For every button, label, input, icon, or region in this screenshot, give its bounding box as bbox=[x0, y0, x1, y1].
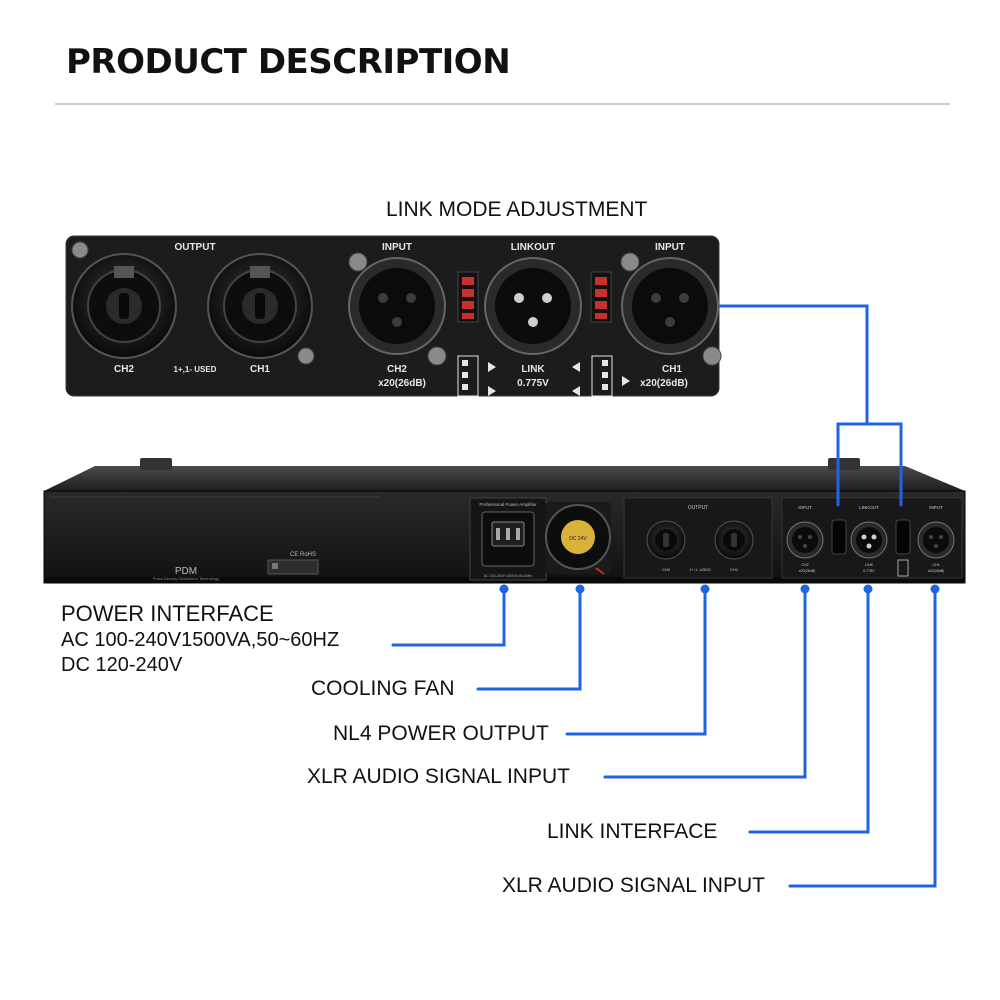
device-brand: PDM bbox=[175, 566, 197, 577]
inset-gain-left-label: x20(26dB) bbox=[378, 378, 426, 389]
callout-nl4-output: NL4 POWER OUTPUT bbox=[333, 722, 549, 745]
screw-icon bbox=[71, 241, 722, 366]
device-ch2-label: CH2 bbox=[662, 567, 671, 572]
device-link-voltage-label: 0.775V bbox=[863, 569, 875, 573]
callout-power-dc: DC 120-240V bbox=[61, 654, 183, 676]
device-input2-label: INPUT bbox=[929, 505, 943, 510]
device-xlr-link-icon bbox=[850, 521, 888, 559]
xlr-linkout-icon bbox=[484, 257, 582, 355]
device-ch1-label: CH1 bbox=[730, 567, 739, 572]
speakon-ch2-icon bbox=[71, 253, 177, 359]
inset-ch1-label: CH1 bbox=[250, 364, 270, 375]
device-speakon-ch1-icon bbox=[714, 520, 754, 560]
switch-position-right-icon bbox=[572, 355, 630, 397]
device-speakon-ch2-icon bbox=[646, 520, 686, 560]
inset-link-label: LINK bbox=[521, 364, 545, 375]
callout-xlr-input-1: XLR AUDIO SIGNAL INPUT bbox=[307, 765, 570, 788]
inset-gain-right-label: x20(26dB) bbox=[640, 378, 688, 389]
dip-switch-left-icon bbox=[457, 271, 479, 323]
device-dip-right-icon bbox=[895, 519, 911, 555]
device-in-ch2-label: CH2 bbox=[801, 563, 808, 567]
device-brand-sub: Pulse Density Modulation Technology bbox=[153, 576, 219, 581]
page-title: PRODUCT DESCRIPTION bbox=[66, 42, 511, 82]
cooling-fan-icon: DC 24V bbox=[545, 502, 611, 575]
power-section-label: Professional Power Amplifier bbox=[479, 502, 537, 507]
power-spec-small: AC 100-240V 1500VA 50-60Hz bbox=[484, 574, 532, 578]
callout-link-interface: LINK INTERFACE bbox=[547, 820, 718, 843]
device-xlr-ch2-icon bbox=[786, 521, 824, 559]
device-dip-left-icon bbox=[831, 519, 847, 555]
inset-used-label: 1+,1- USED bbox=[174, 365, 217, 374]
inset-ch2-label: CH2 bbox=[114, 364, 134, 375]
inset-in-ch1-label: CH1 bbox=[662, 364, 682, 375]
cert-label-icon: CE RoHS bbox=[267, 552, 319, 575]
device-input-label: INPUT bbox=[798, 505, 812, 510]
switch-position-left-icon bbox=[457, 355, 496, 397]
xlr-input-ch1-icon bbox=[621, 257, 719, 355]
dip-switch-right-icon bbox=[590, 271, 612, 323]
speakon-ch1-icon bbox=[207, 253, 313, 359]
callout-xlr-input-2: XLR AUDIO SIGNAL INPUT bbox=[502, 874, 765, 897]
inset-linkout-label: LINKOUT bbox=[511, 242, 555, 253]
callout-power-ac: AC 100-240V1500VA,50~60HZ bbox=[61, 629, 340, 651]
device-gain-left-label: x20(26dB) bbox=[799, 569, 816, 573]
fan-label: DC 24V bbox=[569, 536, 587, 542]
callout-lines bbox=[391, 304, 937, 888]
svg-text:CE RoHS: CE RoHS bbox=[290, 552, 316, 558]
amplifier-chassis: PDM Pulse Density Modulation Technology … bbox=[43, 458, 966, 584]
device-gain-right-label: x20(26dB) bbox=[928, 569, 945, 573]
inset-input-right-label: INPUT bbox=[655, 242, 685, 253]
device-output-label: OUTPUT bbox=[688, 505, 709, 511]
device-xlr-ch1-icon bbox=[917, 521, 955, 559]
inset-panel: OUTPUT INPUT LINKOUT INPUT CH2 1+,1- USE… bbox=[65, 235, 722, 397]
device-linkout-label: LINKOUT bbox=[859, 505, 879, 510]
inset-input-left-label: INPUT bbox=[382, 242, 412, 253]
title-divider bbox=[55, 103, 950, 105]
callout-dots bbox=[499, 584, 940, 594]
device-in-ch1-label: CH1 bbox=[932, 563, 939, 567]
inset-title: LINK MODE ADJUSTMENT bbox=[386, 198, 648, 221]
callout-power-spec: AC 100-240V1500VA,50~60HZ DC 120-240V bbox=[61, 628, 339, 678]
callout-power-interface: POWER INTERFACE bbox=[61, 601, 274, 626]
callout-cooling-fan: COOLING FAN bbox=[311, 677, 455, 700]
device-link-label: LINK bbox=[865, 563, 874, 567]
inset-in-ch2-label: CH2 bbox=[387, 364, 407, 375]
inset-link-voltage-label: 0.775V bbox=[517, 378, 549, 389]
power-section: Professional Power Amplifier AC 100-240V… bbox=[469, 497, 547, 581]
xlr-input-ch2-icon bbox=[348, 257, 446, 355]
inset-output-label: OUTPUT bbox=[174, 242, 215, 253]
device-used-label: 1+,1- USED bbox=[689, 567, 711, 572]
